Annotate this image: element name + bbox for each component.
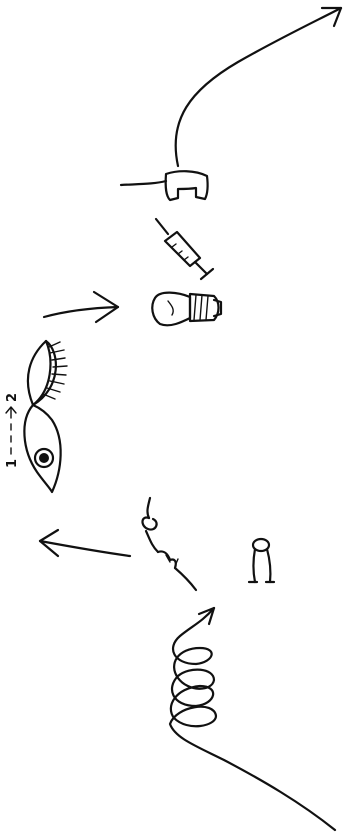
syringe-icon (156, 219, 213, 279)
coil-spring-arrow-icon (170, 608, 335, 830)
telephone-handset-icon (121, 171, 208, 200)
sequence-label: 1 2 (5, 393, 20, 468)
tongs-icon (249, 539, 274, 582)
curved-arrow-icon (176, 8, 341, 166)
light-bulb-icon (152, 293, 221, 326)
sequence-start-label: 1 (5, 459, 20, 468)
sequence-end-label: 2 (5, 393, 20, 402)
closed-eye-icon (28, 341, 67, 405)
arrow-icon (40, 530, 130, 556)
arrow-icon (44, 292, 118, 322)
fishing-hook-line-icon (142, 498, 196, 590)
open-eye-icon (24, 405, 60, 492)
